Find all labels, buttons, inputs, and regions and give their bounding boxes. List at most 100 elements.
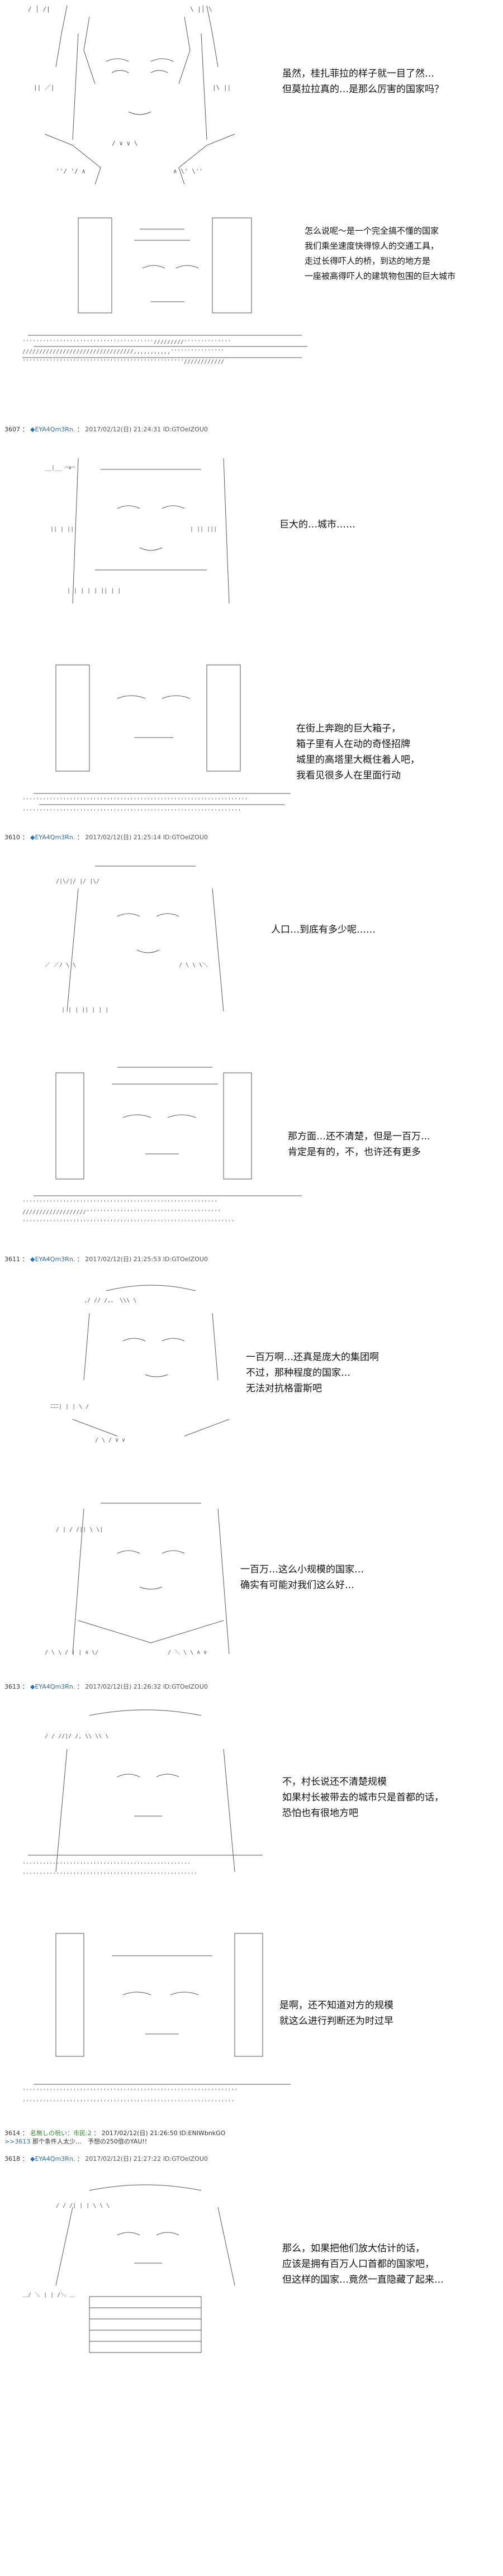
post-number[interactable]: 3614 [4, 2130, 20, 2137]
dialogue-line: 一百万啊…还真是庞大的集团啊 [246, 1352, 379, 1363]
dialogue-line: 如果村长被带去的城市只是首都的话， [282, 1792, 444, 1803]
svg-text:'''''''''''''''''''''''''''''': ''''''''''''''''''''''''''''''''''''''''… [22, 2088, 238, 2094]
svg-text:,/ // /,、 \\\ \: ,/ // /,、 \\\ \ [84, 1297, 136, 1304]
dialogue-line: 虽然，桂扎菲拉的样子就一目了然… [282, 68, 434, 79]
dialogue-line: 在街上奔跑的巨大箱子， [296, 723, 401, 734]
dialogue-line: 走过长得吓人的桥，到达的地方是 [305, 256, 431, 266]
dialogue-line: 一座被高得吓人的建筑物包围的巨大城市 [305, 271, 456, 281]
svg-text:__|__ ⌒∨⌒: __|__ ⌒∨⌒ [45, 465, 75, 471]
svg-text:/ \ \ \＼: / \ \ \＼ [179, 962, 208, 968]
svg-text:'''''''''''''''''''''''''''''': ''''''''''''''''''''''''''''''''''''''''… [22, 2099, 234, 2106]
dialogue-line: 我们乘坐速度快得惊人的交通工具， [305, 241, 439, 251]
svg-text://////////////////////////////: /////////////////////////////////,,,,,,,… [22, 349, 224, 355]
dialogue-line: 但莫拉拉真的…是那么厉害的国家吗？ [282, 84, 444, 95]
poster-name: ◆EYA4Qm3Rn. [30, 426, 75, 433]
ascii-art-character-1: / │ /| \ |│ \ || ／| |\ || / ∨ ∨ \ ''/ '/… [22, 0, 263, 184]
svg-text:| | | | | || | |: | | | | | || | | [67, 588, 121, 594]
post-id: ID:GTOeIZOU0 [163, 834, 208, 841]
dialogue-panel-2: 怎么说呢～是一个完全搞不懂的国家 我们乘坐速度快得惊人的交通工具， 走过长得吓人… [305, 224, 455, 284]
post-date: 2017/02/12(日) 21:26:32 [85, 1683, 162, 1690]
ascii-art-character-5: /|\/|/ |/ |\/ ／ ／/ \ \ / \ \ \＼ | | | ||… [45, 855, 246, 1023]
svg-text:'''''''''''''''''''''''''''''': ''''''''''''''''''''''''''''''''''''''''… [22, 797, 248, 804]
dialogue-line: 确实有可能对我们这么好… [240, 1580, 354, 1591]
ascii-art-character-3: __|__ ⌒∨⌒ || | ||| | || ||| | | | | | ||… [45, 447, 257, 615]
dialogue-line: 怎么说呢～是一个完全搞不懂的国家 [305, 226, 439, 236]
svg-text:///////////////////''''''''''': ///////////////////'''''''''''''''''''''… [22, 1209, 221, 1215]
ascii-art-character-7: ,/ // /,、 \\\ \ ﾆﾆﾆ| | | \ / / \ / ∨ ∨ [50, 1280, 252, 1447]
dialogue-panel-3: 巨大的…城市…… [279, 517, 355, 533]
dialogue-line: 应该是拥有百万人口首都的国家吧， [282, 2259, 434, 2270]
svg-text:'''''''''''''''''''''''''''''': ''''''''''''''''''''''''''''''''''''''''… [22, 1872, 197, 1878]
dialogue-panel-1: 虽然，桂扎菲拉的样子就一目了然… 但莫拉拉真的…是那么厉害的国家吗？ [282, 66, 444, 97]
dialogue-panel-6: 那方面…还不清楚，但是一百万… 肯定是有的，不，也许还有更多 [288, 1129, 430, 1160]
dialogue-panel-4: 在街上奔跑的巨大箱子， 箱子里有人在动的奇怪招牌 城里的高塔里大概住着人吧， 我… [296, 721, 420, 783]
post-header: 3613 ： ◆EYA4Qm3Rn. ： 2017/02/12(日) 21:26… [4, 1683, 208, 1690]
svg-text:＿/ ＼ | | /＼ ＿: ＿/ ＼ | | /＼ ＿ [22, 2292, 75, 2298]
ascii-art-character-10: ''''''''''''''''''''''''''''''''''''''''… [22, 1922, 302, 2112]
post-number[interactable]: 3613 [4, 1683, 20, 1690]
post-number[interactable]: 3611 [4, 1256, 20, 1263]
svg-text:'''''''''''''''''''''''''''''': ''''''''''''''''''''''''''''''''''''''''… [22, 359, 224, 365]
dialogue-line: 一百万…这么小规模的国家… [240, 1564, 364, 1575]
svg-text:/|\/|/ |/ |\/: /|\/|/ |/ |\/ [56, 878, 99, 885]
post-id: ID:ENIWbnkGO [179, 2130, 226, 2137]
post-id: ID:GTOeIZOU0 [163, 2155, 208, 2162]
post-number[interactable]: 3610 [4, 834, 20, 841]
dialogue-panel-10: 是啊，还不知道对方的规模 就这么进行判断还为时过早 [279, 1998, 393, 2029]
dialogue-line: 箱子里有人在动的奇怪招牌 [296, 739, 410, 750]
svg-text:'''''''''''''''''''''''''''''': ''''''''''''''''''''''''''''''''''''''''… [22, 1862, 191, 1868]
dialogue-panel-8: 一百万…这么小规模的国家… 确实有可能对我们这么好… [240, 1562, 364, 1593]
post-header: 3618 ： ◆EYA4Qm3Rn. ： 2017/02/12(日) 21:27… [4, 2155, 208, 2162]
reply-text: 那个条件人太少… 予想の250倍のYAU!! [32, 2138, 148, 2145]
svg-text:/ \ / ∨ ∨: / \ / ∨ ∨ [95, 1437, 125, 1443]
dialogue-panel-5: 人口…到底有多少呢…… [271, 922, 376, 938]
post-id: ID:GTOeIZOU0 [163, 1256, 208, 1263]
dialogue-panel-9: 不，村长说还不清楚规模 如果村长被带去的城市只是首都的话， 恐怕也有很地方吧 [282, 1774, 444, 1821]
dialogue-line: 我看见很多人在里面行动 [296, 770, 401, 781]
post-header: 3610 ： ◆EYA4Qm3Rn. ： 2017/02/12(日) 21:25… [4, 834, 208, 841]
svg-text:'''''''''''''''''''''''''''''': ''''''''''''''''''''''''''''''''''''''''… [22, 1200, 217, 1206]
post-header: 3611 ： ◆EYA4Qm3Rn. ： 2017/02/12(日) 21:25… [4, 1256, 208, 1263]
svg-text:|| ／|: || ／| [34, 84, 55, 91]
dialogue-line: 无法对抗格雷斯吧 [246, 1383, 322, 1394]
poster-name: ◆EYA4Qm3Rn. [30, 2155, 75, 2162]
reply-post: 3614 ： 名無しの呪い：市民:2 ： 2017/02/12(日) 21:26… [4, 2129, 225, 2146]
poster-name: 名無しの呪い：市民:2 [30, 2130, 92, 2137]
ascii-art-character-8: / | / /|| \ \| / \ \ / | | ∧ \/ / ＼ \ \ … [45, 1486, 257, 1665]
dialogue-line: 不过，那种程度的国家… [246, 1367, 350, 1379]
dialogue-panel-11: 那么，如果把他们放大估计的话， 应该是拥有百万人口首都的国家吧， 但这样的国家…… [282, 2241, 444, 2288]
poster-name: ◆EYA4Qm3Rn. [30, 1256, 75, 1263]
ascii-art-character-6: ''''''''''''''''''''''''''''''''''''''''… [22, 1056, 313, 1235]
svg-text:|\ ||: |\ || [212, 84, 231, 91]
post-date: 2017/02/12(日) 21:26:50 [101, 2130, 178, 2137]
dialogue-line: 恐怕也有很地方吧 [282, 1808, 358, 1819]
svg-text:∧ \' \'': ∧ \' \'' [173, 168, 203, 175]
post-date: 2017/02/12(日) 21:27:22 [85, 2155, 162, 2162]
dialogue-line: 就这么进行判断还为时过早 [279, 2016, 393, 2027]
dialogue-line: 肯定是有的，不，也许还有更多 [288, 1147, 421, 1158]
post-date: 2017/02/12(日) 21:24:31 [85, 426, 162, 433]
dialogue-line: 但这样的国家…竟然一直隐藏了起来… [282, 2274, 444, 2285]
quote-link[interactable]: >>3613 [4, 2138, 31, 2145]
post-id: ID:GTOeIZOU0 [163, 426, 208, 433]
svg-text:| | | || | | |: | | | || | | | [61, 1007, 108, 1013]
svg-text:/ / /| | | \ \ \: / / /| | | \ \ \ [56, 2203, 110, 2209]
svg-text:''/ '/ ∧: ''/ '/ ∧ [56, 168, 86, 175]
dialogue-line: 人口…到底有多少呢…… [271, 924, 376, 935]
svg-text:ﾆﾆﾆ| | | \ /: ﾆﾆﾆ| | | \ / [50, 1404, 89, 1410]
dialogue-line: 城里的高塔里大概住着人吧， [296, 754, 420, 766]
svg-text:/ ∨ ∨ \: / ∨ ∨ \ [112, 140, 137, 147]
post-date: 2017/02/12(日) 21:25:14 [85, 834, 162, 841]
post-number[interactable]: 3618 [4, 2155, 20, 2162]
poster-name: ◆EYA4Qm3Rn. [30, 834, 75, 841]
svg-text:／ ／/ \ \: ／ ／/ \ \ [45, 962, 76, 968]
ascii-art-character-9: / / //|/ /, \\ \\ \ ''''''''''''''''''''… [22, 1704, 268, 1883]
svg-text:/ / //|/ /, \\ \\ \: / / //|/ /, \\ \\ \ [45, 1733, 108, 1739]
dialogue-line: 不，村长说还不清楚规模 [282, 1776, 387, 1788]
svg-text:| || |||: | || ||| [190, 526, 217, 533]
svg-text:'''''''''''''''''''''''''''''': '''''''''''''''''''''''''''''''''''''''/… [22, 339, 231, 345]
dialogue-line: 那方面…还不清楚，但是一百万… [288, 1131, 430, 1142]
ascii-art-character-2: '''''''''''''''''''''''''''''''''''''''/… [22, 207, 313, 374]
post-id: ID:GTOeIZOU0 [163, 1683, 208, 1690]
post-number[interactable]: 3607 [4, 426, 20, 433]
